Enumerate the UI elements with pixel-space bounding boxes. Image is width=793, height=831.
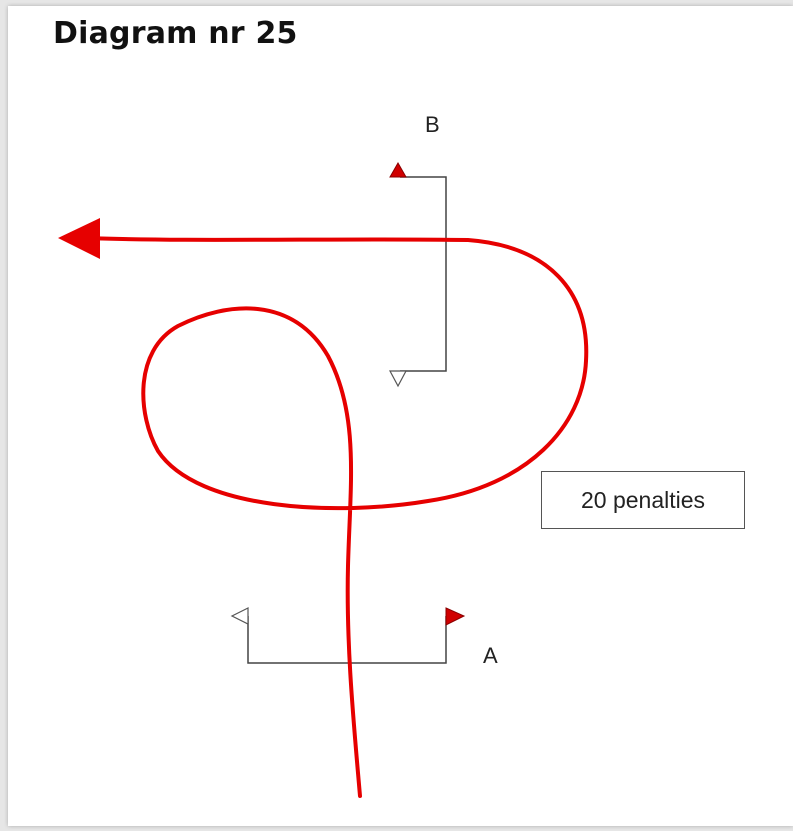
station-a-red-marker bbox=[445, 607, 466, 626]
station-a-white-marker bbox=[230, 607, 249, 625]
running-path-arrowhead bbox=[58, 218, 100, 259]
station-b-bracket bbox=[400, 176, 447, 372]
running-path bbox=[86, 236, 589, 798]
diagram-title: Diagram nr 25 bbox=[53, 16, 298, 51]
station-b-red-marker bbox=[389, 161, 407, 178]
penalties-note-text: 20 penalties bbox=[580, 486, 706, 513]
station-b-white-marker bbox=[389, 370, 407, 388]
point-b-label: B bbox=[425, 112, 440, 137]
drill-diagram: B A bbox=[58, 112, 589, 798]
diagram-card: Diagram nr 25 B A 20 penalties bbox=[8, 6, 793, 826]
penalties-note: 20 penalties bbox=[541, 471, 745, 529]
point-a-label: A bbox=[483, 643, 498, 668]
station-a-bracket bbox=[247, 616, 447, 664]
